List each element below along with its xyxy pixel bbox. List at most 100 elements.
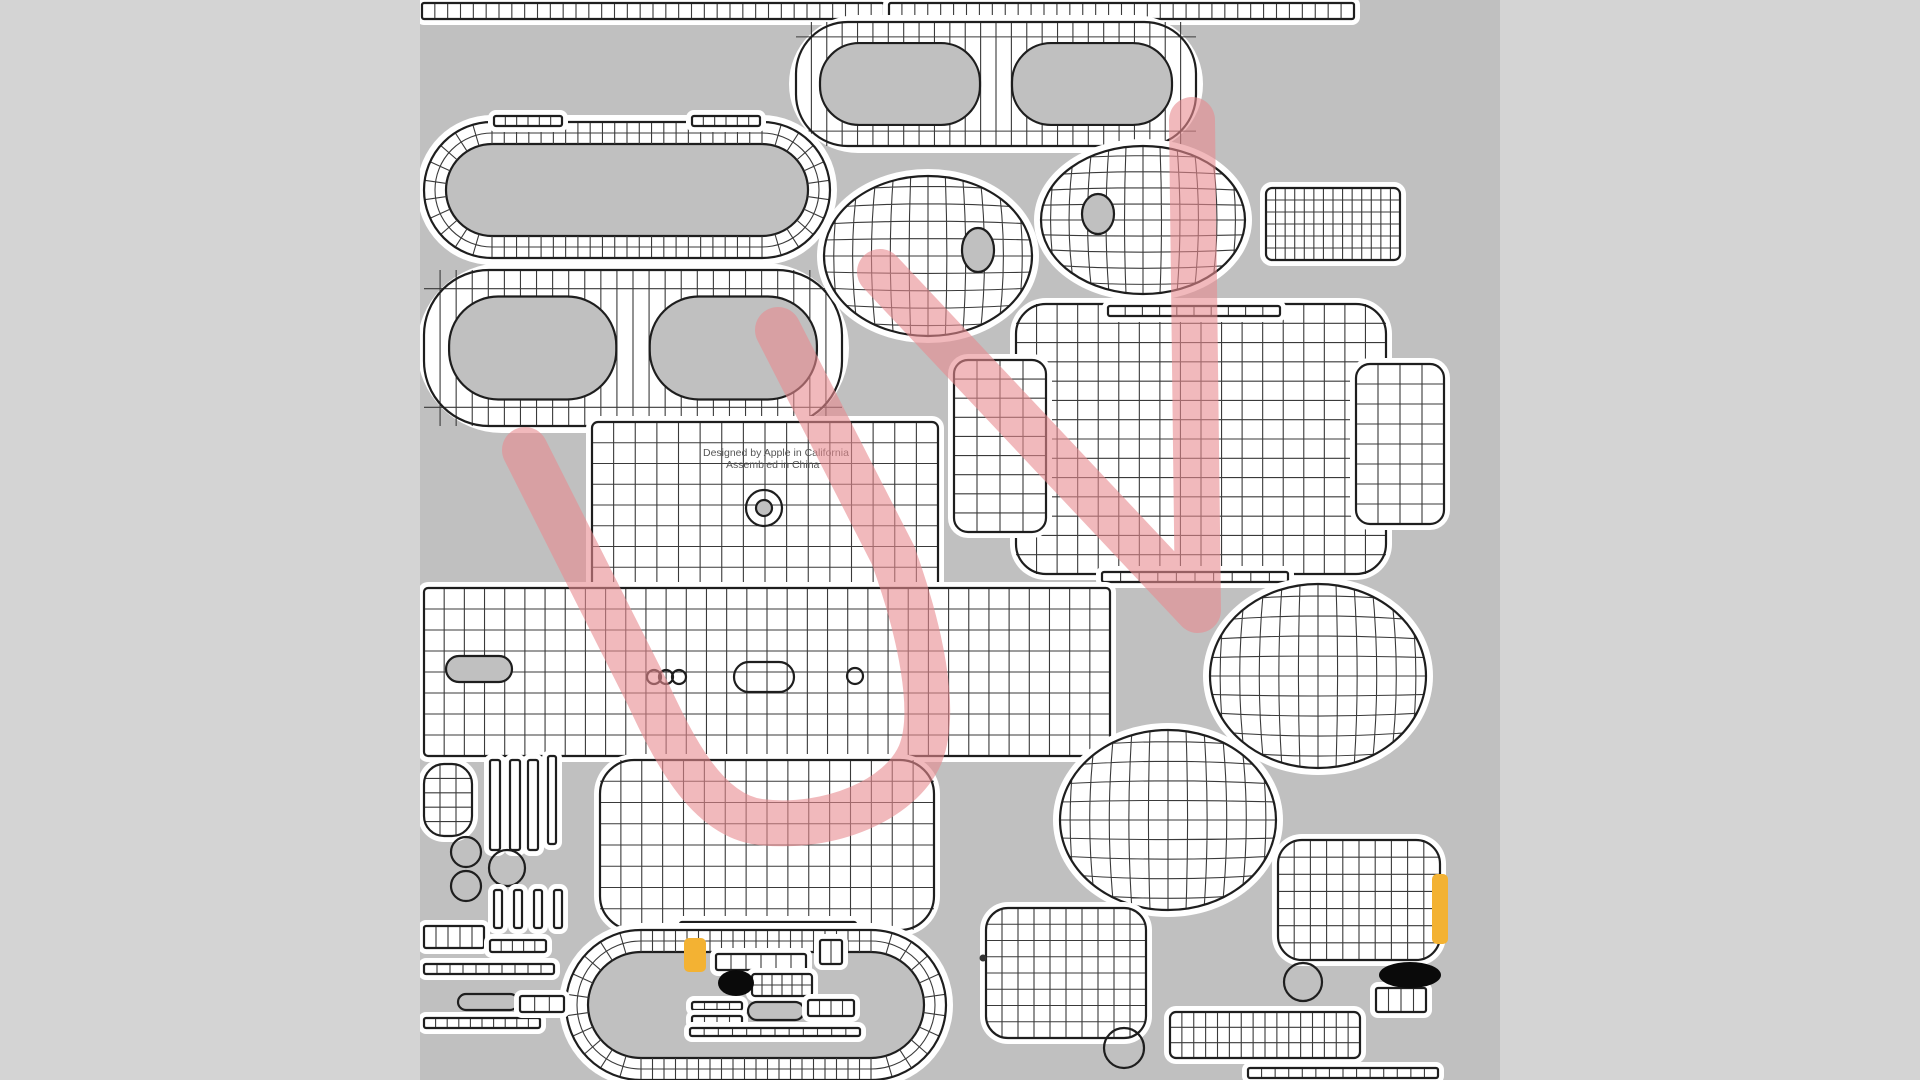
uv-island-icon <box>1387 988 1415 1012</box>
watermark-letter-v <box>857 97 1221 633</box>
uv-island-icon <box>422 120 832 260</box>
uv-goggle-frame-left <box>420 263 849 433</box>
uv-band-tab-left <box>488 110 568 132</box>
uv-island-icon <box>703 1002 731 1010</box>
uv-island-icon <box>1356 364 1444 524</box>
uv-island-icon <box>752 974 812 996</box>
uv-mesh-bottom-band <box>1164 1006 1366 1064</box>
screw-hole-icon <box>979 954 987 962</box>
uv-small-capsule <box>420 758 478 842</box>
uv-island-icon <box>512 888 524 930</box>
uv-island-icon <box>986 908 1146 1038</box>
uv-strip-bottom-right <box>1242 1062 1444 1080</box>
uv-small-strip-v1 <box>484 754 506 856</box>
texture-label-designed: Designed by Apple in California <box>703 447 849 459</box>
uv-small-block-6 <box>814 934 848 970</box>
uv-island-icon <box>1266 188 1400 260</box>
uv-island-icon <box>730 954 792 970</box>
uv-markers <box>684 874 1448 996</box>
uv-small-strip-v8 <box>548 884 568 934</box>
uv-island-icon <box>488 758 502 852</box>
uv-island-icon <box>494 890 502 928</box>
uv-island-icon <box>532 888 544 930</box>
uv-island-icon <box>435 1018 529 1028</box>
screw-hole-icon <box>754 498 774 518</box>
uv-island-icon <box>434 3 872 19</box>
uv-island-icon <box>492 114 564 128</box>
uv-island-icon <box>514 890 522 928</box>
uv-island-icon <box>1354 362 1446 526</box>
uv-island-icon <box>690 114 762 128</box>
uv-island-icon <box>1058 728 1278 912</box>
uv-small-strip-h5 <box>684 1022 866 1042</box>
uv-small-block-3 <box>514 990 570 1018</box>
uv-island-icon <box>1210 584 1426 768</box>
filled-block-icon <box>718 970 754 996</box>
uv-island-icon <box>510 760 520 850</box>
uv-island-icon <box>490 940 546 952</box>
uv-island-icon <box>534 996 550 1012</box>
uv-island-icon <box>744 488 784 528</box>
uv-island-icon <box>1170 1012 1360 1058</box>
uv-band-tab-right <box>686 110 766 132</box>
uv-island-icon <box>500 940 536 952</box>
uv-small-strip-v4 <box>542 750 562 850</box>
uv-island-icon <box>703 1028 847 1036</box>
uv-island-icon <box>960 226 996 274</box>
uv-island-icon <box>422 762 474 838</box>
uv-island-icon <box>566 930 946 1080</box>
watermark-letter-u <box>502 307 951 847</box>
uv-island-icon <box>818 1000 844 1016</box>
texture-labels: Designed by Apple in California Assemble… <box>703 447 849 471</box>
uv-island-icon <box>1374 986 1428 1014</box>
uv-watermark <box>502 97 1221 847</box>
uv-island-icon <box>528 760 538 850</box>
uv-small-mesh-1 <box>746 968 818 1002</box>
uv-island-icon <box>1208 582 1428 770</box>
uv-island-icon <box>488 938 548 954</box>
screw-hole-icon <box>670 668 688 686</box>
uv-part-lower-right <box>1272 834 1446 966</box>
uv-small-strip-v3 <box>522 754 544 856</box>
uv-island-icon <box>436 964 542 974</box>
uv-island-icon <box>732 660 796 694</box>
uv-part-lower-mid <box>980 902 1152 1044</box>
uv-island-icon <box>504 116 552 126</box>
uv-island-icon <box>518 994 566 1014</box>
uv-island-icon <box>449 835 483 869</box>
uv-island-icon <box>487 848 527 888</box>
uv-headband-ring <box>420 115 837 265</box>
uv-small-strip-h2 <box>420 1012 546 1034</box>
uv-island-icon <box>554 890 562 928</box>
screw-hole-icon <box>845 666 865 686</box>
uv-island-icon <box>1168 1010 1362 1060</box>
uv-island-icon <box>818 938 844 966</box>
uv-island-icon <box>1010 41 1174 127</box>
uv-panel-right-wing-right <box>1350 358 1450 530</box>
uv-island-icon <box>490 760 500 850</box>
uv-small-block-right <box>1370 982 1432 1018</box>
uv-island-icon <box>688 1026 862 1038</box>
uv-island-icon <box>435 926 473 948</box>
uv-island-icon <box>534 890 542 928</box>
uv-island-icon <box>901 3 1342 19</box>
texture-label-assembled: Assembled in China <box>726 459 820 471</box>
uv-island-icon <box>1264 186 1402 262</box>
uv-island-icon <box>1080 192 1116 236</box>
uv-island-icon <box>1261 1068 1425 1078</box>
uv-island-icon <box>520 996 564 1012</box>
uv-island-icon <box>492 888 504 930</box>
uv-small-block-2 <box>484 934 552 958</box>
uv-island-icon <box>1039 144 1247 296</box>
uv-island-icon <box>422 1016 542 1030</box>
uv-island-icon <box>424 764 472 836</box>
uv-mesh-small-top-right <box>1260 182 1406 266</box>
uv-face-panel-wide <box>420 582 1116 762</box>
uv-island-icon <box>1102 1026 1146 1070</box>
uv-oval-right-lower <box>1053 723 1283 917</box>
uv-island-icon <box>422 924 486 950</box>
uv-island-icon <box>449 869 483 903</box>
uv-small-block-5 <box>802 994 860 1022</box>
uv-island-icon <box>546 754 558 846</box>
